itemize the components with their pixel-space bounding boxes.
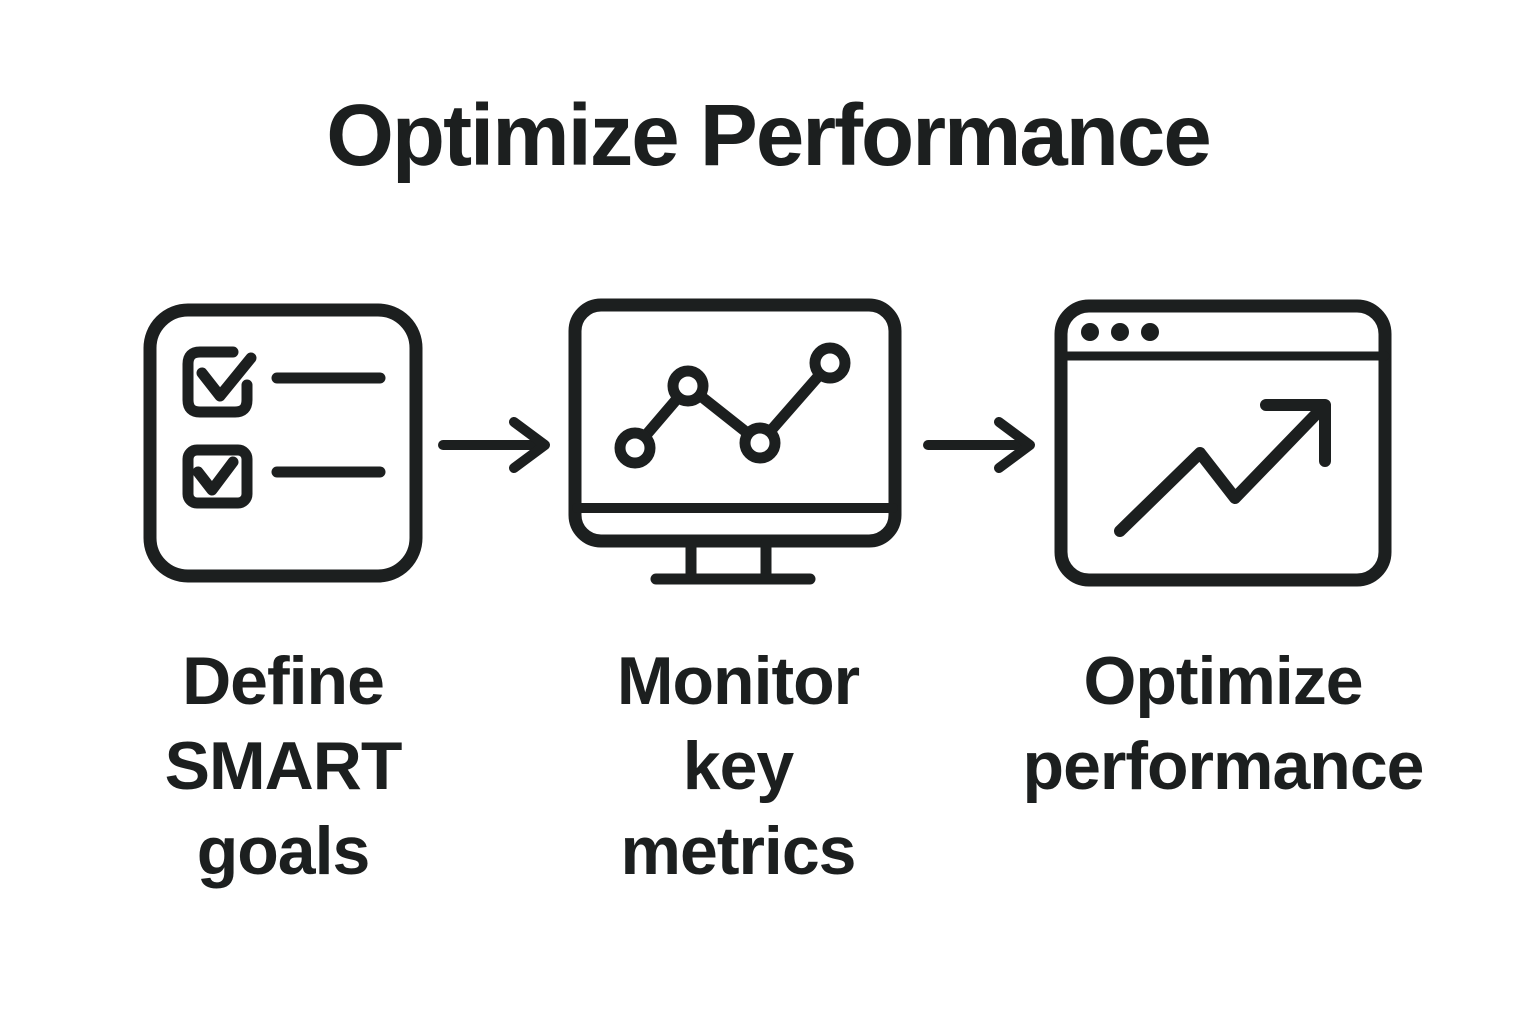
- step-label-line: key: [682, 728, 794, 804]
- step-label: Define SMART goals: [164, 639, 403, 894]
- step-label-line: Optimize: [1083, 643, 1363, 719]
- step-icon-box: [143, 297, 423, 589]
- diagram-canvas: Optimize Performance Define SMART goals: [0, 92, 1536, 1024]
- monitor-chart-icon: [568, 298, 902, 585]
- step-label: Monitor key metrics: [616, 639, 860, 894]
- step-define-smart-goals: Define SMART goals: [143, 297, 423, 894]
- step-label-line: goals: [196, 813, 371, 889]
- right-arrow-icon: [438, 417, 550, 473]
- step-label-line: Monitor: [616, 643, 860, 719]
- step-label: Optimize performance: [1022, 639, 1425, 809]
- browser-growth-icon: [1054, 299, 1392, 587]
- step-label-line: performance: [1022, 728, 1425, 804]
- process-flow: Define SMART goals: [0, 297, 1536, 894]
- step-label-line: Define: [182, 643, 385, 719]
- step-label-line: SMART: [164, 728, 403, 804]
- flow-connector: [908, 415, 1053, 475]
- right-arrow-icon: [923, 417, 1035, 473]
- flow-connector: [423, 415, 568, 475]
- diagram-title: Optimize Performance: [326, 87, 1211, 184]
- checklist-icon: [143, 303, 423, 583]
- step-label-line: metrics: [620, 813, 857, 889]
- step-icon-box: [1053, 297, 1393, 589]
- step-optimize-performance: Optimize performance: [1023, 297, 1424, 809]
- step-icon-box: [568, 297, 908, 589]
- step-monitor-key-metrics: Monitor key metrics: [568, 297, 908, 894]
